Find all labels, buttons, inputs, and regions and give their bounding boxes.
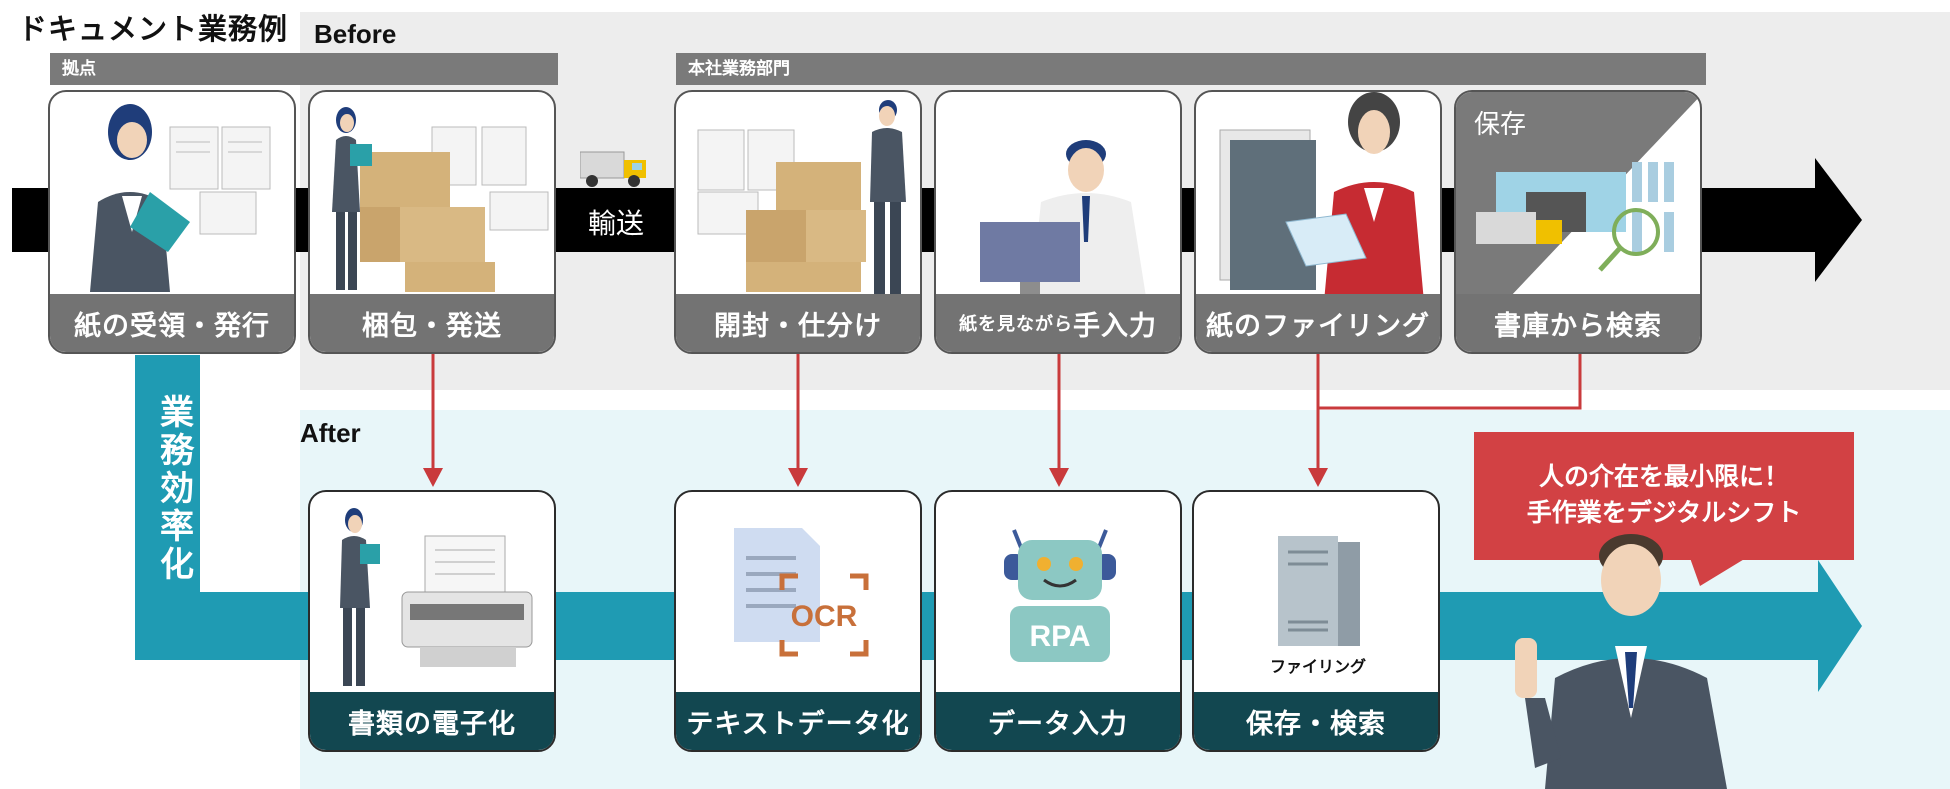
step-data-input: RPA データ入力 bbox=[934, 490, 1182, 752]
scanner-illustration bbox=[340, 508, 533, 686]
band-branch: 拠点 bbox=[50, 53, 558, 85]
callout-box: 人の介在を最小限に！ 手作業をデジタルシフト bbox=[1474, 432, 1854, 560]
callout-line-1: 人の介在を最小限に！ bbox=[1538, 462, 1789, 491]
efficiency-label: 業 務 効 率 化 bbox=[160, 393, 194, 585]
boxes-illustration bbox=[332, 107, 549, 292]
filing-text: ファイリング bbox=[1270, 657, 1366, 676]
step-packing-shipping: 梱包・発送 bbox=[308, 90, 556, 354]
server-icon: ファイリング bbox=[1270, 536, 1366, 676]
rpa-text: RPA bbox=[1029, 620, 1090, 653]
after-label: After bbox=[300, 418, 361, 448]
transport-label: 輸送 bbox=[588, 207, 645, 240]
step-opening-sorting: 開封・仕分け bbox=[674, 90, 922, 354]
step-caption: 書類の電子化 bbox=[310, 692, 554, 750]
presenter-illustration bbox=[1515, 534, 1727, 789]
sorting-illustration bbox=[697, 100, 906, 294]
step-archive-search: 保存 書庫から検索 bbox=[1454, 90, 1702, 354]
page-title: ドキュメント業務例 bbox=[18, 12, 289, 46]
office-worker-illustration bbox=[90, 104, 271, 292]
step-caption: 開封・仕分け bbox=[676, 294, 920, 352]
step-manual-entry: 紙を見ながら手入力 bbox=[934, 90, 1182, 354]
filing-illustration bbox=[1219, 92, 1424, 302]
step-caption: 書庫から検索 bbox=[1456, 294, 1700, 352]
step-paper-receipt: 紙の受領・発行 bbox=[48, 90, 296, 354]
step-caption: 梱包・発送 bbox=[310, 294, 554, 352]
step-caption: 紙の受領・発行 bbox=[50, 294, 294, 352]
ocr-icon: OCR bbox=[734, 528, 869, 657]
archive-corner-label: 保存 bbox=[1474, 110, 1527, 140]
step-digitization: 書類の電子化 bbox=[308, 490, 556, 752]
step-storage-search: ファイリング 保存・検索 bbox=[1192, 490, 1440, 752]
rpa-robot-icon: RPA bbox=[1004, 529, 1116, 662]
archive-illustration bbox=[1456, 92, 1700, 302]
step-paper-filing: 紙のファイリング bbox=[1194, 90, 1442, 354]
band-headquarters: 本社業務部門 bbox=[676, 53, 1706, 85]
step-caption: 紙のファイリング bbox=[1196, 294, 1440, 352]
callout-line-2: 手作業をデジタルシフト bbox=[1526, 498, 1802, 527]
step-caption: データ入力 bbox=[936, 692, 1180, 750]
ocr-text: OCR bbox=[791, 600, 858, 633]
step-caption: 紙を見ながら手入力 bbox=[936, 294, 1180, 352]
step-caption: テキストデータ化 bbox=[676, 692, 920, 750]
manual-entry-illustration bbox=[980, 140, 1146, 297]
callout-tail bbox=[1690, 558, 1746, 586]
step-caption: 保存・検索 bbox=[1194, 692, 1438, 750]
before-label: Before bbox=[314, 19, 397, 49]
truck-icon bbox=[580, 151, 646, 187]
step-text-data: OCR テキストデータ化 bbox=[674, 490, 922, 752]
